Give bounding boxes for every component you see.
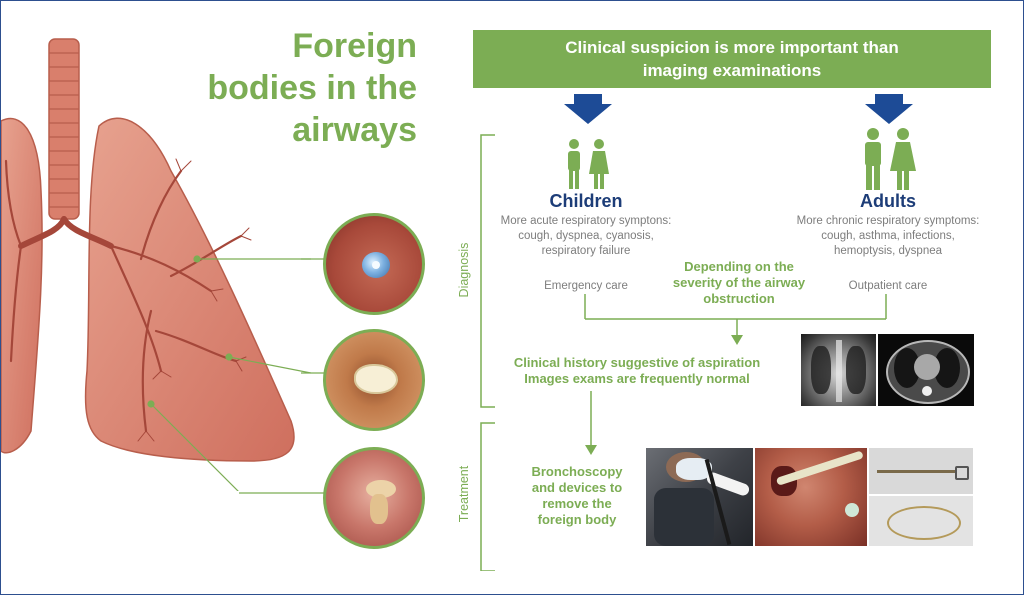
- banner-line-2: imaging examinations: [642, 61, 822, 80]
- children-symptoms: More acute respiratory symptons: cough, …: [500, 215, 672, 257]
- child-icon: [568, 139, 609, 189]
- bronchoscopy-procedure-photo: [646, 448, 753, 546]
- clinical-suspicion-banner: Clinical suspicion is more important tha…: [473, 30, 991, 88]
- emergency-care-label: Emergency care: [544, 280, 628, 292]
- flow-connectors: [480, 134, 887, 571]
- forceps-device-photo: [869, 448, 973, 494]
- lungs-illustration-icon: [1, 38, 311, 491]
- foreign-body-photo-3: [323, 447, 425, 549]
- basket-device-photo: [869, 496, 973, 546]
- severity-note: Depending on the severity of the airway …: [672, 259, 806, 306]
- pointer-line-bottom: [239, 492, 327, 494]
- chest-ct-image: [878, 334, 974, 406]
- foreign-body-photo-1: [323, 213, 425, 315]
- banner-line-1: Clinical suspicion is more important tha…: [565, 38, 899, 57]
- title-line-2: bodies in the: [207, 69, 417, 107]
- pointer-lines: [301, 258, 325, 374]
- foreign-body-photo-2: [323, 329, 425, 431]
- page-title: Foreign bodies in the airways: [151, 25, 417, 151]
- adults-title: Adults: [860, 191, 916, 211]
- treatment-label: Treatment: [457, 465, 471, 523]
- children-title: Children: [549, 191, 623, 211]
- outpatient-care-label: Outpatient care: [848, 280, 928, 292]
- chest-xray-image: [801, 334, 876, 406]
- title-line-3: airways: [292, 111, 417, 149]
- foreign-body-removal-photo: [755, 448, 867, 546]
- title-line-1: Foreign: [292, 27, 417, 65]
- down-arrow-icon: [865, 94, 913, 124]
- diagnosis-label: Diagnosis: [457, 242, 471, 298]
- adults-symptoms: More chronic respiratory symptoms: cough…: [796, 215, 980, 257]
- bronchoscopy-note: Bronchoscopy and devices to remove the f…: [531, 464, 623, 527]
- down-arrow-icon: [564, 94, 612, 124]
- clinical-history-note: Clinical history suggestive of aspiratio…: [513, 355, 761, 386]
- adult-icon: [865, 128, 916, 190]
